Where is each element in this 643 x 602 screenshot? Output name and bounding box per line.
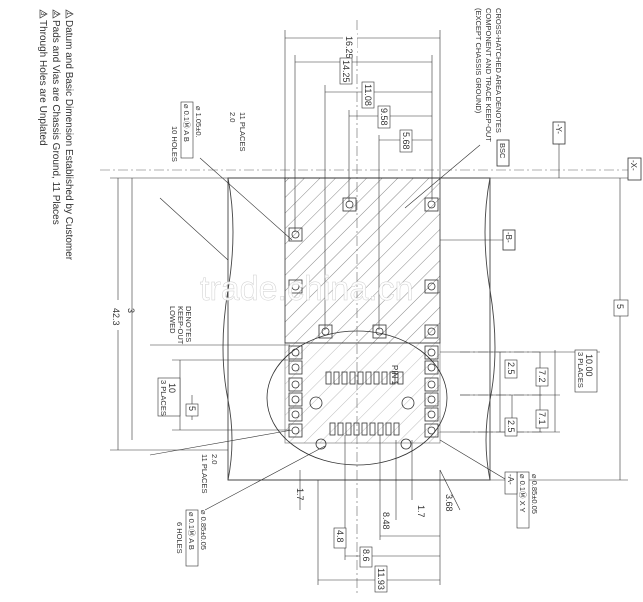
- note-2-text: Pads and Vias are Chassis Ground, 11 Pla…: [50, 20, 61, 225]
- dim-1-7-b: 1.7: [416, 505, 426, 518]
- svg-text:-X-: -X-: [629, 160, 638, 171]
- svg-text:KEEP-OUT: KEEP-OUT: [176, 306, 185, 345]
- bsc-callout: BSC: [496, 139, 510, 167]
- pin-row-upper: [325, 371, 404, 385]
- dim-7-2: 7.2: [537, 370, 547, 383]
- places-11-top: 11 PLACES: [238, 112, 247, 151]
- dim-10: 10: [167, 383, 177, 393]
- dim-5-left: 5: [187, 406, 197, 411]
- dim-4-8: 4.8: [335, 530, 345, 543]
- svg-text:⌀ 0.85±0.05: ⌀ 0.85±0.05: [530, 474, 539, 514]
- note-3-number: 3: [39, 12, 45, 16]
- dim-3-68: 3.68: [444, 494, 454, 512]
- svg-text:CROSS-HATCHED AREA DENOTES: CROSS-HATCHED AREA DENOTES: [494, 8, 503, 133]
- dim-16-25: 16.25: [344, 36, 354, 59]
- pin-row-lower: [329, 422, 400, 436]
- svg-text:BSC: BSC: [498, 143, 507, 159]
- datum-x: -X-: [627, 157, 642, 181]
- chassis-vias: [288, 197, 439, 339]
- dim-3-places-right: 3 PLACES: [576, 352, 585, 388]
- mounting-holes: [309, 396, 415, 450]
- hole-callout-right: ⌀ 0.85±0.05 ⌀ 0.1Ⓜ X Y -A-: [504, 471, 539, 529]
- svg-text:⌀ 0.1Ⓜ A B: ⌀ 0.1Ⓜ A B: [187, 512, 196, 550]
- dim-8-48: 8.48: [381, 512, 391, 530]
- dim-10-00: 10.00: [584, 354, 594, 377]
- svg-text:⌀ 0.1Ⓜ A B: ⌀ 0.1Ⓜ A B: [182, 104, 191, 142]
- dim-5-68: 5.68: [401, 132, 411, 150]
- keepout-area: [284, 177, 441, 444]
- hole-callout-top: ⌀ 0.1Ⓜ A B ⌀ 1.05±0. 10 HOLES 2.0 11 PLA…: [170, 101, 247, 162]
- svg-text:DENOTES: DENOTES: [184, 306, 193, 342]
- places-11-bottom: 11 PLACES: [200, 454, 209, 493]
- dim-11-08: 11.08: [363, 84, 373, 106]
- svg-text:10 HOLES: 10 HOLES: [170, 126, 179, 162]
- dim-3-places-left: 3 PLACES: [159, 380, 168, 416]
- svg-text:COMPONENT AND TRACE KEEP-OUT: COMPONENT AND TRACE KEEP-OUT: [484, 8, 493, 142]
- svg-text:⌀ 1.05±0.: ⌀ 1.05±0.: [194, 106, 203, 138]
- note-1-text: Datum and Basic Dimension Established by…: [63, 20, 74, 261]
- datum-a: -A-: [506, 474, 515, 485]
- dim-3: 3: [126, 308, 136, 313]
- right-dimensions: [439, 177, 628, 486]
- keepout-note: CROSS-HATCHED AREA DENOTES COMPONENT AND…: [474, 8, 503, 142]
- general-notes: 1 Datum and Basic Dimension Established …: [37, 9, 74, 261]
- datum-y: -Y-: [552, 121, 566, 178]
- dim-9-58: 9.58: [379, 108, 389, 126]
- dim-7-1: 7.1: [537, 412, 547, 425]
- svg-text:LOWED: LOWED: [168, 306, 177, 334]
- svg-text:-B-: -B-: [504, 232, 513, 243]
- left-dimensions: [110, 177, 293, 456]
- dim-2-0-bottom: 2.0: [210, 454, 219, 464]
- dim-2-5-b: 2.5: [506, 420, 516, 433]
- watermark-text: trade.china.cn: [200, 270, 414, 308]
- hole-callout-bottom: ⌀ 0.1Ⓜ A B ⌀ 0.85±0.05 6 HOLES 2.0 11 PL…: [175, 454, 219, 567]
- dim-2-5-a: 2.5: [506, 362, 516, 375]
- note-3-text: Through Holes are Unplated: [37, 20, 48, 146]
- dim-14-25: 14.25: [341, 60, 351, 83]
- dim-8-6: 8.6: [361, 549, 371, 562]
- svg-text:⌀ 0.1Ⓜ X Y: ⌀ 0.1Ⓜ X Y: [518, 474, 527, 513]
- note-1-number: 1: [65, 12, 71, 16]
- dim-11-93: 11.93: [376, 568, 386, 590]
- svg-text:6 HOLES: 6 HOLES: [175, 522, 184, 554]
- datum-b: -B-: [440, 229, 516, 251]
- side-holes-right: [424, 345, 439, 438]
- svg-text:⌀ 0.85±0.05: ⌀ 0.85±0.05: [199, 510, 208, 550]
- partial-keepout-note: DENOTES KEEP-OUT LOWED: [168, 306, 193, 345]
- dim-2-0-top: 2.0: [228, 112, 237, 122]
- top-dimensions: [284, 30, 441, 330]
- svg-text:-Y-: -Y-: [554, 124, 563, 134]
- dim-1-7-a: 1.7: [295, 488, 305, 501]
- dim-5-right: 5: [615, 304, 625, 309]
- dim-42-3: 42.3: [111, 308, 121, 326]
- svg-text:(EXCEPT CHASSIS GROUND): (EXCEPT CHASSIS GROUND): [474, 8, 483, 114]
- note-2-number: 2: [52, 12, 58, 16]
- pin1-label: PIN 1: [390, 365, 399, 386]
